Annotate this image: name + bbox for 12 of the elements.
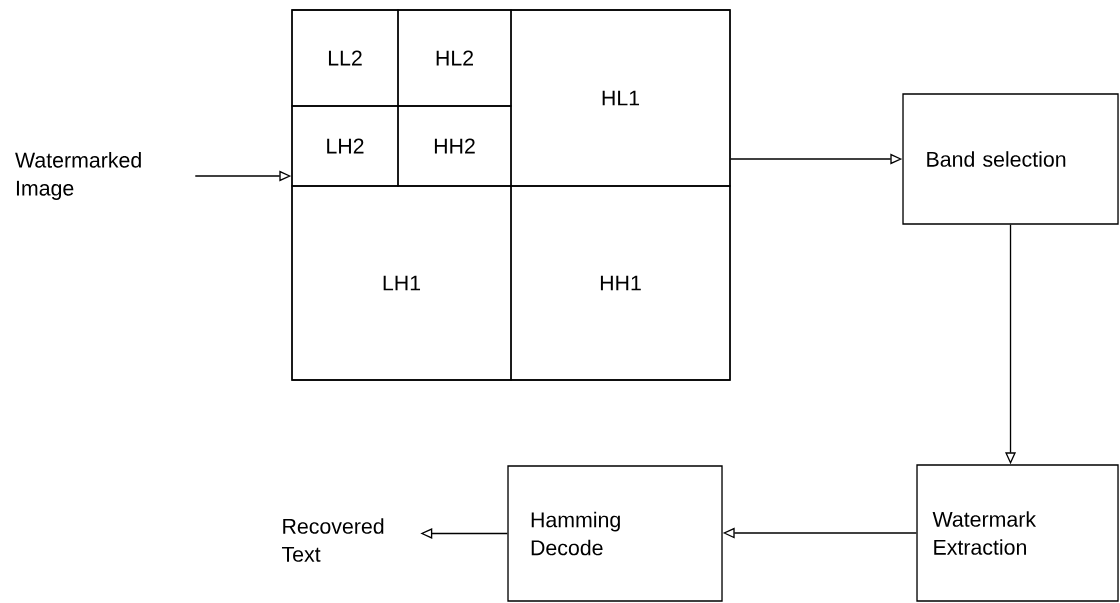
subband-cell: HL1	[510, 9, 731, 187]
subband-cell: HL2	[397, 9, 512, 107]
subband-cell: LH1	[291, 185, 512, 381]
process-box: Band selection	[902, 93, 1119, 225]
subband-cell: HH1	[510, 185, 731, 381]
subband-cell: LH2	[291, 105, 399, 187]
subband-cell: LL2	[291, 9, 399, 107]
process-box: Watermark Extraction	[916, 464, 1119, 602]
subband-cell: HH2	[397, 105, 512, 187]
text-label: Watermarked Image	[15, 152, 141, 200]
process-box: Hamming Decode	[507, 465, 723, 602]
text-label: Recovered Text	[282, 518, 384, 562]
